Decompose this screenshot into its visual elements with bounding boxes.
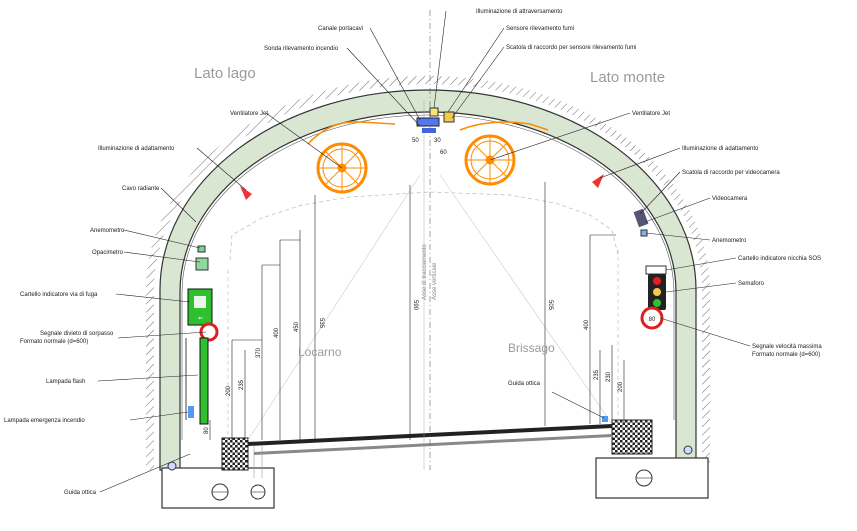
- dim-inner-535: 535: [318, 318, 324, 329]
- speed-limit-sign: [640, 306, 664, 330]
- left-foundation: [161, 467, 275, 509]
- sos-sign: [645, 265, 667, 275]
- road-base: [254, 434, 612, 455]
- videocamera-box: [633, 208, 649, 228]
- label-smoke-sensor: Sensore rilevamento fumi: [506, 26, 574, 32]
- label-fan-right: Ventilatore Jet: [632, 111, 670, 117]
- label-adapt-light-left: Illuminazione di adattamento: [98, 146, 175, 152]
- dim-top-60: 60: [440, 150, 447, 156]
- direction-left: Locarno: [298, 345, 342, 359]
- left-anemometer: [197, 245, 206, 253]
- right-side-drain: [683, 445, 693, 455]
- label-optical-guide-right: Guida ottica: [508, 381, 541, 387]
- dim-left-80: 80: [204, 427, 210, 434]
- smoke-sensor: [443, 111, 455, 123]
- dim-right-230: 230: [606, 371, 612, 382]
- dim-top-50: 50: [412, 138, 419, 144]
- label-camera-box: Scatola di raccordo per videocamera: [682, 170, 780, 176]
- label-sos-sign: Cartello indicatore nicchia SOS: [738, 256, 821, 262]
- no-overtaking-sign: [199, 322, 219, 342]
- direction-right: Brissago: [508, 341, 555, 355]
- dim-top-30: 30: [434, 138, 441, 144]
- dim-left-450: 450: [294, 321, 300, 332]
- left-side-drain: [167, 461, 177, 471]
- clearance-profile: [229, 191, 619, 261]
- dim-left-200: 200: [226, 385, 232, 396]
- right-adaptation-light: [592, 174, 604, 188]
- dim-right-400: 400: [584, 319, 590, 330]
- emergency-lamp: [188, 406, 194, 418]
- dim-left-235: 235: [239, 379, 245, 390]
- dim-inner-505: 505: [547, 300, 553, 311]
- label-anemometer-right: Anemometro: [712, 238, 747, 244]
- label-speed-2: Formato normale (d=600): [752, 352, 820, 358]
- rock-hatch-outline: [146, 76, 710, 470]
- left-jet-fan: [307, 121, 396, 194]
- label-no-overtaking-1: Segnale divieto di sorpasso: [40, 331, 114, 337]
- left-sidewalk: [221, 437, 249, 471]
- right-jet-fan: [459, 121, 549, 186]
- label-no-overtaking-2: Formato normale (d=600): [20, 339, 88, 345]
- crown-box: [422, 128, 436, 133]
- dim-center-590: 590: [412, 300, 418, 311]
- cable-tray: [416, 117, 440, 127]
- dim-right-200: 200: [618, 381, 624, 392]
- dim-left-370: 370: [256, 347, 262, 358]
- label-fan-left: Ventilatore Jet: [230, 111, 268, 117]
- axis-vertical-label: Asse verticale: [432, 262, 438, 300]
- axis-tracking-label: Asse di tracciamento: [422, 244, 428, 300]
- label-radiant-cable: Cavo radiante: [122, 186, 160, 192]
- right-sidewalk: [611, 419, 653, 455]
- label-traffic-light: Semaforo: [738, 281, 765, 287]
- label-speed-1: Segnale velocità massima: [752, 344, 822, 350]
- speed-limit-value: 80: [649, 317, 656, 323]
- leader-lines: [97, 10, 751, 493]
- tunnel-lining: [159, 89, 697, 471]
- label-emergency-lamp: Lampada emergenza incendio: [4, 418, 85, 424]
- label-adapt-light-right: Illuminazione di adattamento: [682, 146, 759, 152]
- label-escape-sign: Cartello indicatore via di fuga: [20, 292, 98, 298]
- label-fire-probe: Sonda rilevamento incendio: [264, 46, 339, 52]
- crossing-light: [429, 107, 439, 117]
- label-flash-lamp: Lampada flash: [46, 379, 85, 385]
- side-label-left: Lato lago: [194, 65, 256, 82]
- dim-right-235: 235: [594, 369, 600, 380]
- dim-left-400: 400: [274, 327, 280, 338]
- label-videocamera: Videocamera: [712, 196, 748, 202]
- left-adaptation-light: [240, 186, 252, 200]
- label-cable-tray: Canale portacavi: [318, 26, 363, 32]
- dimension-lines: [209, 182, 625, 440]
- label-anemometer-left: Anemometro: [90, 228, 125, 234]
- svg-text:⇐: ⇐: [198, 316, 203, 322]
- side-label-right: Lato monte: [590, 69, 665, 86]
- label-optical-guide-left: Guida ottica: [64, 490, 97, 496]
- label-opacimeter: Opacimetro: [92, 250, 124, 256]
- label-crossing-light: Illuminazione di attraversamento: [476, 9, 563, 15]
- opacimeter: [195, 257, 209, 271]
- label-smoke-box: Scatola di raccordo per sensore rilevame…: [506, 45, 636, 51]
- inner-vault: [181, 114, 675, 440]
- flash-lamp-strip: [199, 337, 209, 425]
- right-optical-guide: [602, 416, 608, 422]
